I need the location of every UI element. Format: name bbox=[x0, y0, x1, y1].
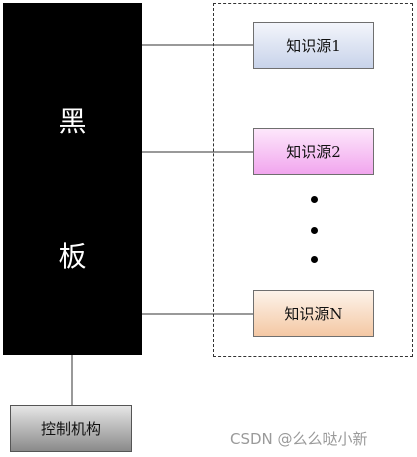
knowledge-source-n-label: 知识源N bbox=[284, 305, 343, 323]
ellipsis-dot-1 bbox=[311, 196, 318, 203]
knowledge-source-2: 知识源2 bbox=[253, 128, 374, 175]
control-mechanism: 控制机构 bbox=[10, 405, 132, 452]
knowledge-source-1-label: 知识源1 bbox=[286, 37, 341, 55]
blackboard: 黑 板 bbox=[3, 3, 142, 355]
ellipsis-dot-3 bbox=[311, 256, 318, 263]
knowledge-source-n: 知识源N bbox=[253, 290, 374, 337]
knowledge-source-2-label: 知识源2 bbox=[286, 143, 341, 161]
blackboard-char-bottom: 板 bbox=[58, 240, 87, 273]
control-mechanism-label: 控制机构 bbox=[40, 420, 101, 438]
blackboard-char-top: 黑 bbox=[58, 105, 87, 138]
knowledge-source-1: 知识源1 bbox=[253, 22, 374, 69]
knowledge-source-group bbox=[213, 3, 413, 357]
watermark: CSDN @么么哒小新 bbox=[230, 430, 368, 448]
ellipsis-dot-2 bbox=[311, 227, 318, 234]
